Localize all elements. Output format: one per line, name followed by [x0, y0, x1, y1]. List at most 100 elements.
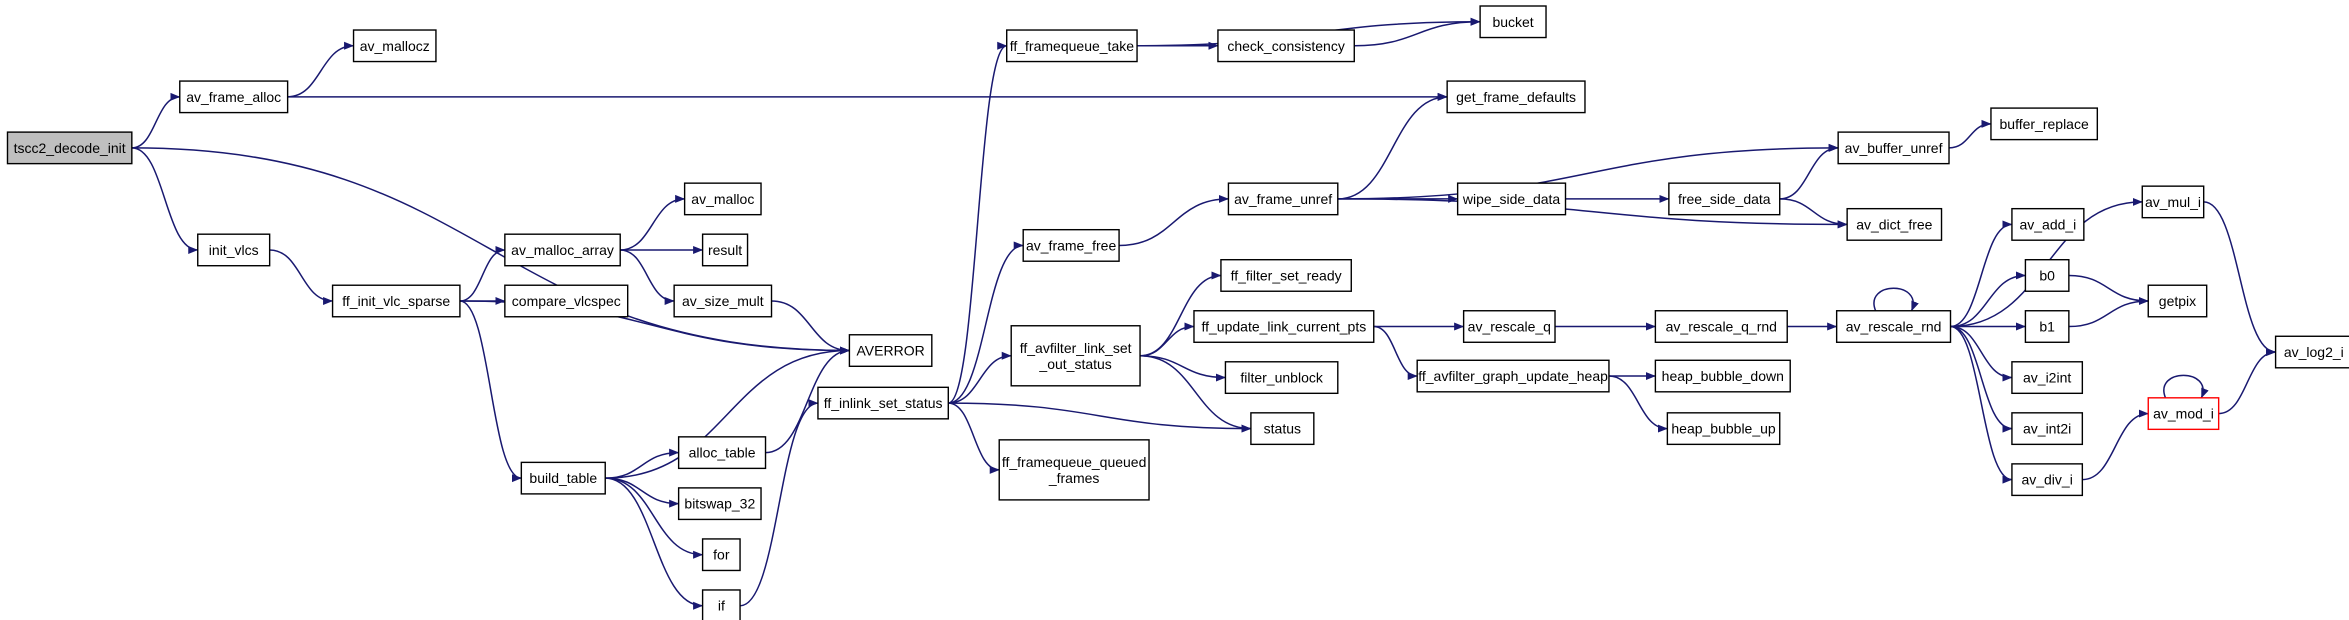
edge-av-rescale-rnd-to-av-int2i: [1950, 325, 2013, 433]
edge-init-vlcs-to-ff-init-vlc-sparse: [269, 249, 334, 305]
node-av-malloc[interactable]: av_malloc: [683, 182, 762, 216]
node-av-add-i[interactable]: av_add_i: [2011, 207, 2085, 241]
edge-av-div-i-to-av-mod-i: [2082, 409, 2149, 481]
node-label: compare_vlcspec: [512, 293, 621, 309]
node-label: build_table: [529, 470, 597, 486]
node-label: av_rescale_q_rnd: [1666, 319, 1777, 335]
node-label: ff_avfilter_graph_update_heap: [1418, 368, 1608, 384]
edge-ff-avfilter-link-set-out-status-to-status: [1140, 355, 1252, 433]
node-label: ff_filter_set_ready: [1231, 267, 1342, 283]
node-b0[interactable]: b0: [2024, 259, 2070, 292]
node-label: if: [718, 598, 725, 614]
edge-free-side-data-to-av-buffer-unref: [1779, 143, 1839, 200]
edge-av-frame-unref-to-av-buffer-unref: [1337, 143, 1839, 200]
edge-ff-inlink-set-status-to-ff-avfilter-link-set-out-status: [948, 351, 1012, 404]
node-label: av_frame_free: [1026, 237, 1116, 253]
edge-ff-avfilter-link-set-out-status-to-filter-unblock: [1140, 355, 1226, 382]
node-bitswap-32[interactable]: bitswap_32: [677, 487, 762, 521]
node-label: wipe_side_data: [1462, 191, 1561, 207]
node-av-frame-alloc[interactable]: av_frame_alloc: [179, 80, 289, 114]
edge-ff-inlink-set-status-to-av-frame-free: [948, 241, 1024, 404]
node-ff-framequeue-take[interactable]: ff_framequeue_take: [1006, 29, 1138, 63]
edge-b1-to-getpix: [2068, 296, 2149, 328]
node-compare-vlcspec[interactable]: compare_vlcspec: [504, 284, 629, 318]
node-av-size-mult[interactable]: av_size_mult: [673, 284, 773, 318]
node-buffer-replace[interactable]: buffer_replace: [1990, 107, 2099, 141]
node-label: av_add_i: [2019, 216, 2076, 232]
node-ff-framequeue-queued-frames[interactable]: ff_framequeue_queued_frames: [998, 439, 1150, 501]
node-free-side-data[interactable]: free_side_data: [1668, 182, 1781, 216]
node-label: result: [708, 242, 742, 258]
node-check-consistency[interactable]: check_consistency: [1217, 29, 1355, 63]
node-bucket[interactable]: bucket: [1479, 5, 1547, 39]
node-alloc-table[interactable]: alloc_table: [677, 436, 767, 470]
edge-tscc2-decode-init-to-av-frame-alloc: [131, 92, 181, 149]
node-label: buffer_replace: [2000, 116, 2089, 132]
node-av-dict-free[interactable]: av_dict_free: [1846, 207, 1943, 241]
node-av-malloc-array[interactable]: av_malloc_array: [504, 233, 621, 267]
node-label: ff_framequeue_queued: [1002, 454, 1147, 470]
node-init-vlcs[interactable]: init_vlcs: [197, 233, 271, 267]
node-wipe-side-data[interactable]: wipe_side_data: [1456, 182, 1567, 216]
node-ff-inlink-set-status[interactable]: ff_inlink_set_status: [817, 386, 949, 420]
edge-layer: [131, 17, 2277, 610]
node-heap-bubble-up[interactable]: heap_bubble_up: [1666, 412, 1781, 446]
node-getpix[interactable]: getpix: [2147, 284, 2208, 318]
node-label: for: [713, 547, 730, 563]
node-label: av_i2int: [2023, 370, 2071, 386]
node-av-mallocz[interactable]: av_mallocz: [352, 29, 437, 63]
node-averror[interactable]: AVERROR: [848, 334, 933, 367]
node-heap-bubble-down[interactable]: heap_bubble_down: [1654, 359, 1791, 393]
node-av-i2int[interactable]: av_i2int: [2011, 361, 2084, 395]
node-label: _out_status: [1038, 356, 1111, 372]
node-label: av_dict_free: [1856, 216, 1932, 232]
node-av-int2i[interactable]: av_int2i: [2011, 412, 2084, 446]
node-tscc2-decode-init: tscc2_decode_init: [6, 131, 133, 165]
edge-av-rescale-rnd-to-av-div-i: [1950, 325, 2013, 484]
node-label: av_int2i: [2023, 421, 2071, 437]
node-av-mod-i[interactable]: av_mod_i: [2147, 397, 2220, 431]
node-b1[interactable]: b1: [2024, 310, 2070, 343]
node-label: av_malloc_array: [511, 242, 614, 258]
edge-ff-inlink-set-status-to-ff-framequeue-queued-frames: [948, 402, 1000, 474]
node-ff-update-link-current-pts[interactable]: ff_update_link_current_pts: [1193, 310, 1375, 343]
node-av-log2-i[interactable]: av_log2_i: [2274, 335, 2349, 369]
node-ff-avfilter-graph-update-heap[interactable]: ff_avfilter_graph_update_heap: [1416, 359, 1610, 393]
node-layer: tscc2_decode_init av_frame_alloc av_malloc…: [6, 5, 2349, 620]
node-label: ff_inlink_set_status: [824, 395, 943, 411]
node-label: heap_bubble_up: [1671, 421, 1776, 437]
edge-ff-inlink-set-status-to-status: [948, 402, 1252, 433]
node-result[interactable]: result: [701, 233, 749, 267]
edge-check-consistency-to-bucket: [1354, 17, 1481, 47]
edge-build-table-to-if: [605, 477, 704, 610]
edge-av-mul-i-to-av-log2-i: [2203, 201, 2277, 356]
node-label: av_rescale_rnd: [1846, 319, 1942, 335]
node-av-rescale-rnd[interactable]: av_rescale_rnd: [1835, 310, 1952, 343]
node-label: av_log2_i: [2284, 344, 2344, 360]
node-av-rescale-q-rnd[interactable]: av_rescale_q_rnd: [1654, 310, 1788, 343]
node-label: init_vlcs: [209, 242, 259, 258]
node-av-buffer-unref[interactable]: av_buffer_unref: [1837, 131, 1950, 165]
node-av-frame-unref[interactable]: av_frame_unref: [1227, 182, 1339, 216]
node-ff-init-vlc-sparse[interactable]: ff_init_vlc_sparse: [331, 284, 461, 318]
node-label: free_side_data: [1678, 191, 1771, 207]
node-av-mul-i[interactable]: av_mul_i: [2141, 185, 2205, 219]
edge-av-mod-i-to-av-log2-i: [2218, 348, 2277, 415]
node-label: av_mul_i: [2145, 194, 2201, 210]
node-av-frame-free[interactable]: av_frame_free: [1022, 228, 1120, 262]
node-av-rescale-q[interactable]: av_rescale_q: [1462, 310, 1556, 343]
node-ff-avfilter-link-set-out-status[interactable]: ff_avfilter_link_set_out_status: [1010, 325, 1141, 387]
edge-av-frame-alloc-to-av-mallocz: [287, 41, 355, 98]
node-label: ff_init_vlc_sparse: [342, 293, 450, 309]
node-filter-unblock[interactable]: filter_unblock: [1224, 361, 1339, 395]
node-ff-filter-set-ready[interactable]: ff_filter_set_ready: [1220, 259, 1352, 292]
node-for[interactable]: for: [701, 538, 741, 572]
edge-build-table-to-averror: [605, 346, 850, 479]
node-label: bucket: [1492, 14, 1533, 30]
node-if[interactable]: if: [701, 589, 741, 620]
node-get-frame-defaults[interactable]: get_frame_defaults: [1446, 80, 1586, 114]
node-status[interactable]: status: [1250, 412, 1315, 446]
node-build-table[interactable]: build_table: [520, 461, 606, 495]
edge-av-malloc-array-to-av-malloc: [620, 194, 686, 251]
node-av-div-i[interactable]: av_div_i: [2011, 463, 2084, 497]
